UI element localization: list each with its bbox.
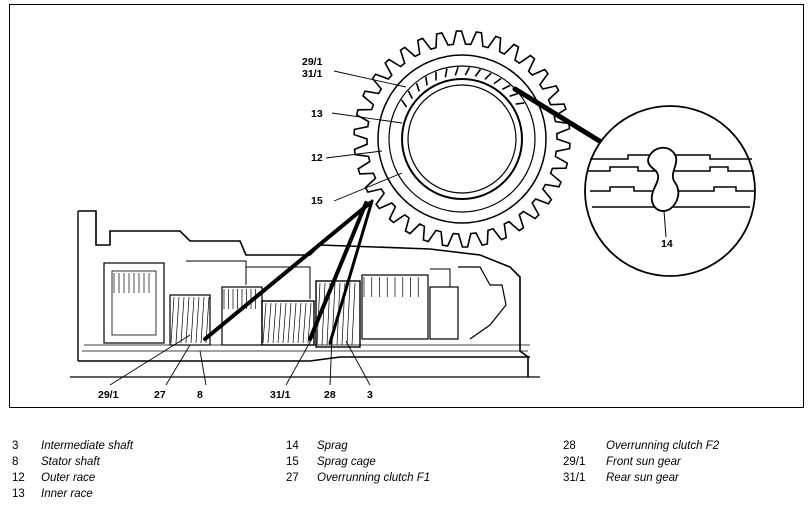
sprag-shape xyxy=(647,146,680,212)
callout-12: 12 xyxy=(311,152,323,164)
section-connector-lines xyxy=(203,86,609,345)
sprag-segments xyxy=(400,66,525,108)
inner-race-ring-outer xyxy=(401,78,523,200)
sprag-cage-ring xyxy=(388,65,536,213)
callout-29-1-bottom: 29/1 xyxy=(98,389,119,401)
callout-27: 27 xyxy=(154,389,166,401)
callout-8: 8 xyxy=(197,389,203,401)
callout-28: 28 xyxy=(324,389,336,401)
technical-diagram-frame: 29/1 31/1 13 12 15 14 29/1 27 8 31/1 28 … xyxy=(9,4,804,408)
sprag-detail-zoom xyxy=(584,105,756,277)
callout-13: 13 xyxy=(311,108,323,120)
outer-race-ring xyxy=(377,54,547,224)
callout-3: 3 xyxy=(367,389,373,401)
callout-31-1-top: 31/1 xyxy=(302,68,323,80)
callout-31-1-bottom: 31/1 xyxy=(270,389,291,401)
callout-15: 15 xyxy=(311,195,323,207)
gear-wheel xyxy=(353,30,571,248)
callout-leader-lines xyxy=(109,70,407,386)
callout-29-1-top: 29/1 xyxy=(302,56,323,68)
inner-race-ring-inner xyxy=(407,84,517,194)
gear-teeth xyxy=(353,30,571,248)
callout-14: 14 xyxy=(661,238,673,250)
overrunning-clutch-drawing: 29/1 31/1 13 12 15 14 29/1 27 8 31/1 28 … xyxy=(70,30,756,401)
